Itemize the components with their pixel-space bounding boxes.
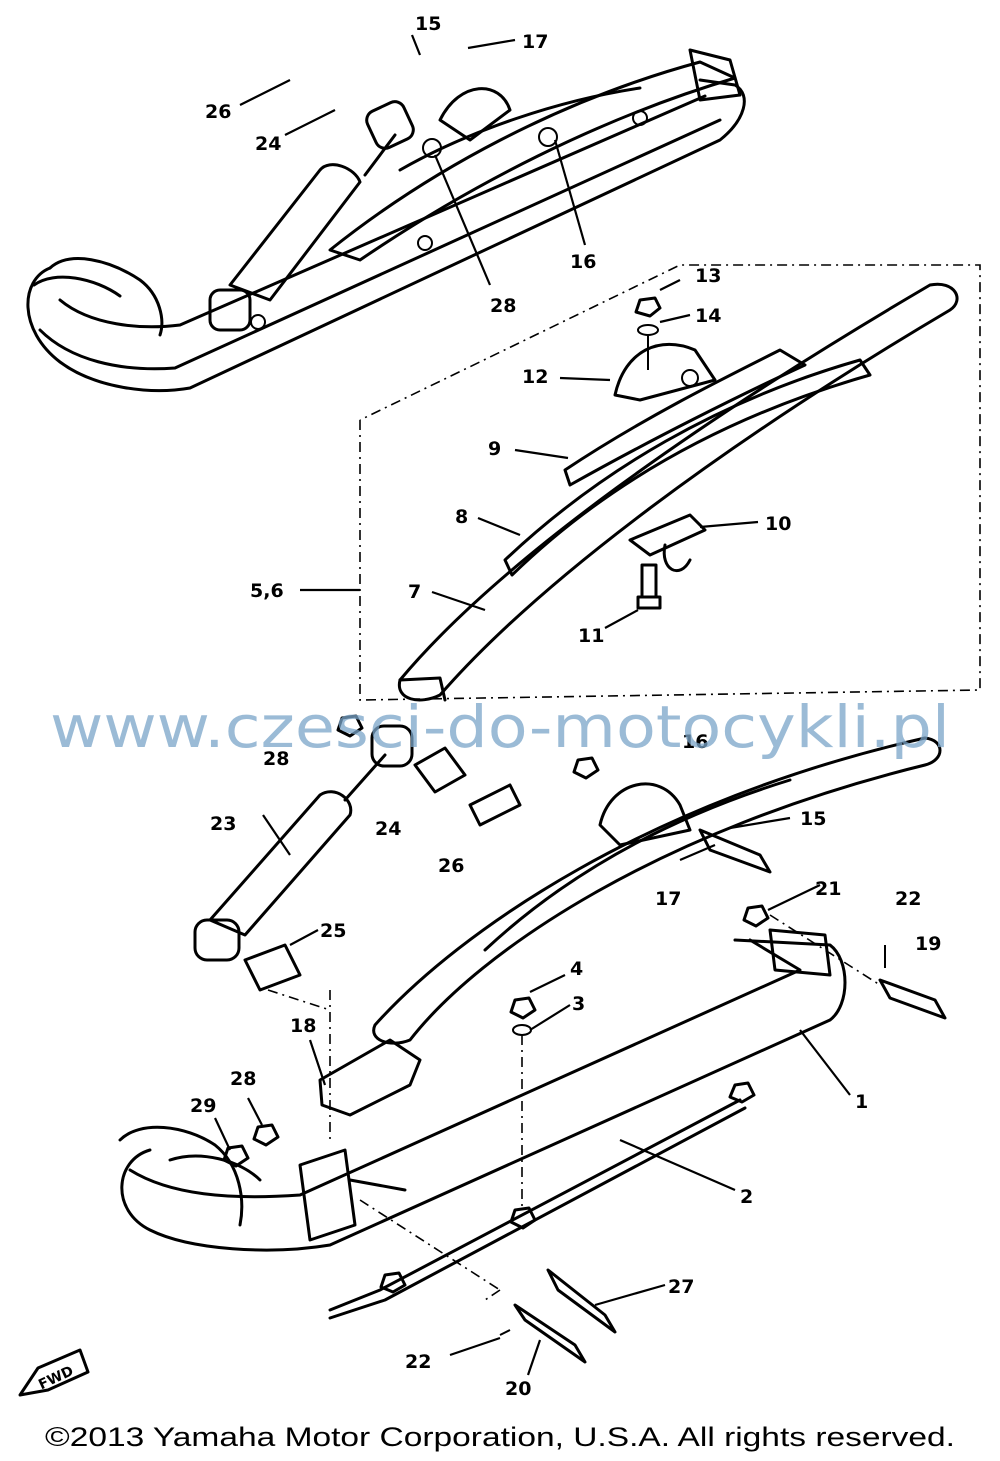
callout-labels: 15 17 26 24 16 28 13 14 12 9 8 10 5,6 7 …: [190, 13, 941, 1400]
callout-16: 16: [570, 251, 596, 273]
callout-10: 10: [765, 513, 791, 535]
callout-12: 12: [522, 366, 548, 388]
callout-24: 24: [255, 133, 281, 155]
fwd-direction-badge: FWD: [18, 1348, 90, 1397]
callout-22: 22: [895, 888, 921, 910]
callout-28-lower: 28: [263, 748, 289, 770]
callout-9: 9: [488, 438, 501, 460]
callout-8: 8: [455, 506, 468, 528]
callout-7: 7: [408, 581, 421, 603]
callout-5-6: 5,6: [250, 580, 284, 602]
callout-24-lower: 24: [375, 818, 401, 840]
callout-15-lower: 15: [800, 808, 826, 830]
callout-28-bottom: 28: [230, 1068, 256, 1090]
callout-11: 11: [578, 625, 604, 647]
callout-17-lower: 17: [655, 888, 681, 910]
callout-4: 4: [570, 958, 583, 980]
callout-18: 18: [290, 1015, 316, 1037]
callout-13: 13: [695, 265, 721, 287]
callout-29: 29: [190, 1095, 216, 1117]
callout-3: 3: [572, 993, 585, 1015]
callout-1: 1: [855, 1091, 868, 1113]
callout-2: 2: [740, 1186, 753, 1208]
callout-25: 25: [320, 920, 346, 942]
callout-19: 19: [915, 933, 941, 955]
callout-20: 20: [505, 1378, 531, 1400]
callout-26: 26: [205, 101, 231, 123]
lower-assembly-exploded: [118, 714, 947, 1364]
callout-26-lower: 26: [438, 855, 464, 877]
callout-22-bottom: 22: [405, 1351, 431, 1373]
callout-23: 23: [210, 813, 236, 835]
callout-15: 15: [415, 13, 441, 35]
watermark: www.czesci-do-motocykli.pl: [50, 693, 950, 761]
assembled-ski-top: [26, 48, 746, 393]
copyright-notice: ©2013 Yamaha Motor Corporation, U.S.A. A…: [45, 1422, 955, 1452]
leaf-spring-exploded: [359, 264, 981, 702]
callout-leaders: [214, 34, 851, 1376]
callout-17: 17: [522, 31, 548, 53]
callout-16-lower: 16: [682, 731, 708, 753]
callout-21: 21: [815, 878, 841, 900]
callout-28: 28: [490, 295, 516, 317]
callout-27: 27: [668, 1276, 694, 1298]
callout-14: 14: [695, 305, 721, 327]
